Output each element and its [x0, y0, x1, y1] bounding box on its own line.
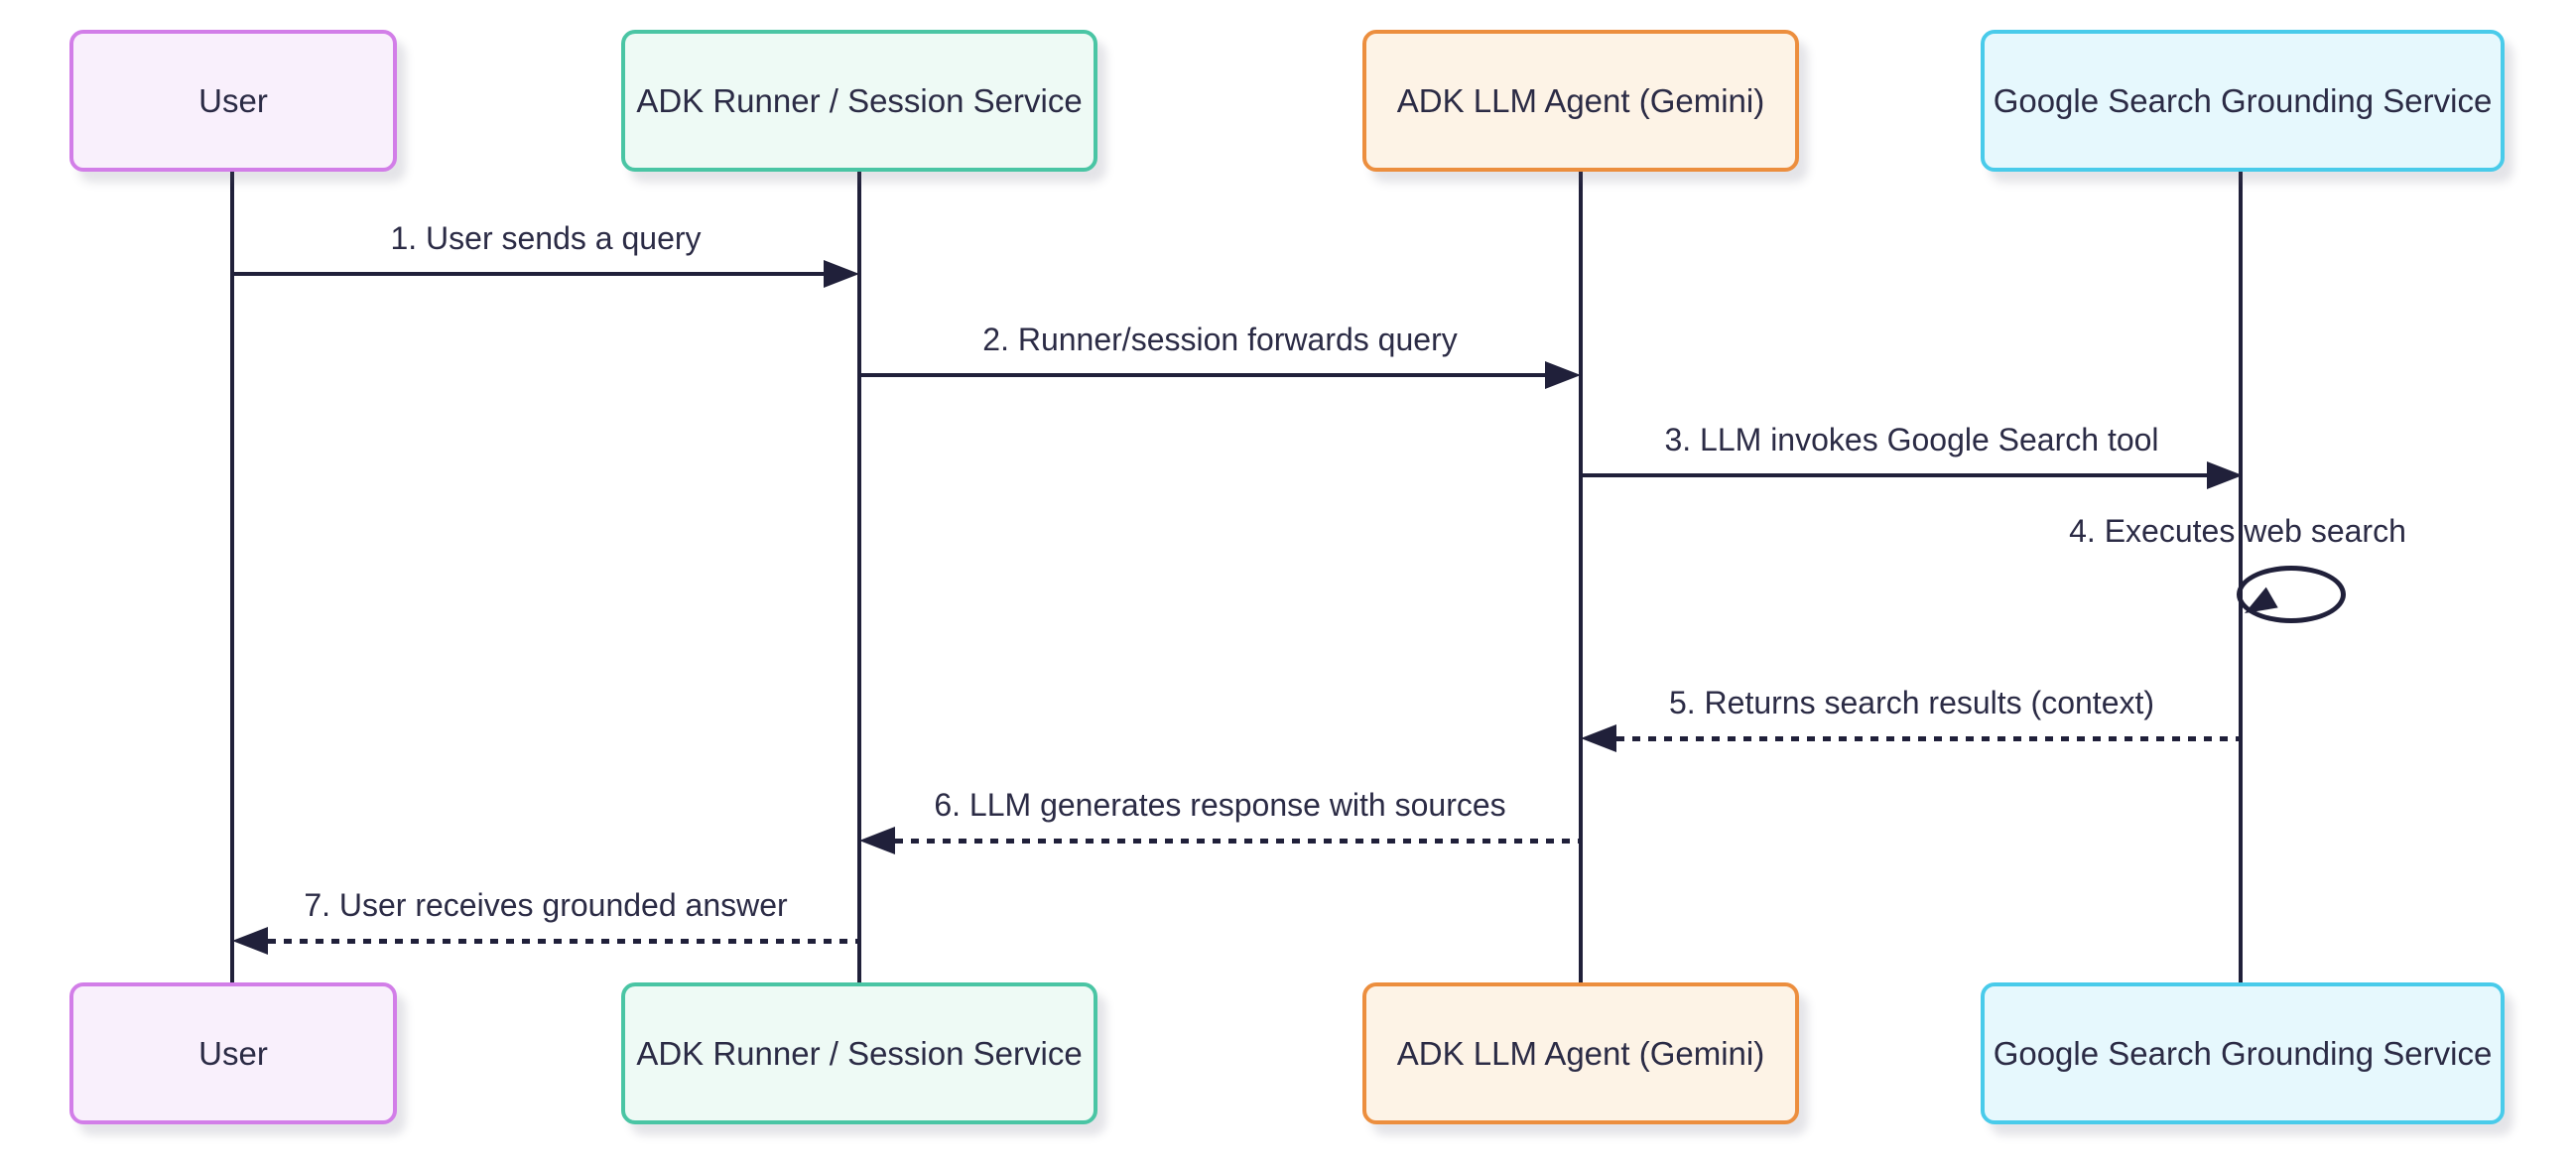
- actor-label: User: [198, 1034, 268, 1072]
- actor-label: Google Search Grounding Service: [1993, 81, 2493, 119]
- actor-box-adk-llm-agent-bottom: ADK LLM Agent (Gemini): [1362, 982, 1799, 1124]
- actor-box-adk-runner-top: ADK Runner / Session Service: [621, 30, 1097, 172]
- actor-label: ADK LLM Agent (Gemini): [1396, 81, 1765, 119]
- actor-box-user-bottom: User: [69, 982, 397, 1124]
- actor-label: User: [198, 81, 268, 119]
- actor-box-adk-runner-bottom: ADK Runner / Session Service: [621, 982, 1097, 1124]
- message-1-arrowhead-icon: [824, 260, 859, 288]
- message-4-label: 4. Executes web search: [2069, 513, 2406, 549]
- message-7-arrowhead-icon: [232, 927, 268, 955]
- message-6-label: 6. LLM generates response with sources: [934, 787, 1506, 823]
- lifeline-google-search: [2239, 172, 2243, 983]
- message-1-label: 1. User sends a query: [390, 220, 702, 256]
- actor-box-google-search-bottom: Google Search Grounding Service: [1981, 982, 2505, 1124]
- message-3-label: 3. LLM invokes Google Search tool: [1664, 422, 2159, 457]
- actor-box-google-search-top: Google Search Grounding Service: [1981, 30, 2505, 172]
- message-3-line: [1581, 473, 2207, 477]
- message-6-line: [895, 839, 1581, 844]
- lifeline-adk-runner: [857, 172, 861, 983]
- message-3-arrowhead-icon: [2207, 461, 2243, 489]
- message-5-line: [1616, 736, 2243, 741]
- message-2-label: 2. Runner/session forwards query: [982, 322, 1458, 357]
- message-6-arrowhead-icon: [859, 827, 895, 854]
- message-4-self-loop: [2237, 566, 2346, 623]
- message-1-line: [232, 272, 824, 276]
- message-5-arrowhead-icon: [1581, 724, 1616, 752]
- message-2-arrowhead-icon: [1545, 361, 1581, 389]
- message-2-line: [859, 373, 1545, 377]
- actor-label: ADK LLM Agent (Gemini): [1396, 1034, 1765, 1072]
- lifeline-adk-llm-agent: [1579, 172, 1583, 983]
- actor-box-adk-llm-agent-top: ADK LLM Agent (Gemini): [1362, 30, 1799, 172]
- actor-label: ADK Runner / Session Service: [636, 1034, 1083, 1072]
- actor-label: Google Search Grounding Service: [1993, 1034, 2493, 1072]
- actor-label: ADK Runner / Session Service: [636, 81, 1083, 119]
- message-7-line: [268, 939, 859, 944]
- message-5-label: 5. Returns search results (context): [1668, 685, 2155, 720]
- lifeline-user: [230, 172, 234, 983]
- message-7-label: 7. User receives grounded answer: [304, 887, 788, 923]
- actor-box-user-top: User: [69, 30, 397, 172]
